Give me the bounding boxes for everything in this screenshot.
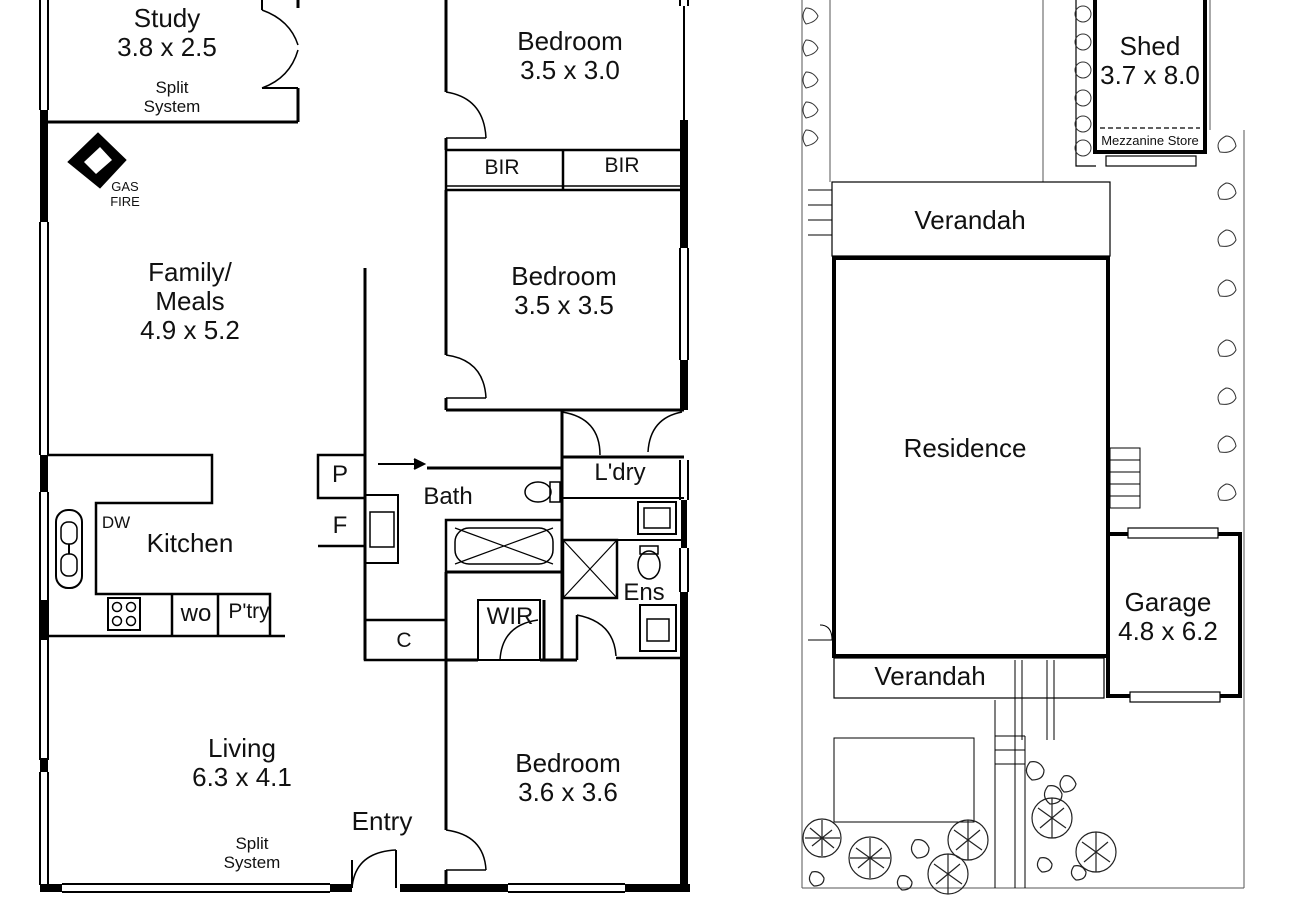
residence-outline [832, 256, 1110, 658]
mezzanine-store-label: Mezzanine Store [1101, 133, 1199, 148]
living-size: 6.3 x 4.1 [192, 762, 292, 793]
garage-name: Garage [1124, 587, 1212, 617]
family-meals-size: 4.9 x 5.2 [140, 315, 240, 346]
side-steps [808, 189, 1141, 641]
bath-label: Bath [423, 483, 473, 510]
ensuite-label: Ens [623, 579, 665, 606]
left-external-wall [39, 0, 49, 885]
dishwasher-label: DW [101, 513, 131, 532]
gas-fire-line1: GAS [111, 179, 139, 194]
bedroom-top-walls [444, 0, 487, 150]
bedroom-middle-label: Bedroom 3.5 x 3.5 [494, 261, 634, 321]
cupboard-c-label: C [396, 629, 412, 652]
verandah-bottom-label: Verandah [874, 661, 986, 691]
bedroom-bottom-door [444, 829, 487, 888]
built-in-robes [444, 148, 684, 192]
cupboard-walls [363, 618, 448, 662]
family-meals-line1: Family/ [148, 257, 232, 287]
floor-plan [39, 0, 690, 893]
study-name: Study [133, 3, 201, 33]
bedroom-bottom-size: 3.6 x 3.6 [518, 777, 618, 808]
site-plan [801, 0, 1245, 895]
pantry-fridge-box [316, 453, 367, 548]
front-garden-plants [802, 761, 1117, 895]
bir-left-label: BIR [484, 156, 520, 179]
living-split-system-note: Split System [212, 834, 292, 872]
laundry-label: L'dry [594, 459, 646, 486]
study-walls [44, 0, 300, 124]
entry-label: Entry [351, 806, 413, 836]
bir-right-label: BIR [604, 154, 640, 177]
bedroom-top-size: 3.5 x 3.0 [520, 55, 620, 86]
bedroom-top-name: Bedroom [517, 26, 623, 56]
bedroom-top-label: Bedroom 3.5 x 3.0 [500, 26, 640, 86]
living-label: Living 6.3 x 4.1 [172, 733, 312, 793]
kitchen-benches [48, 453, 285, 638]
family-meals-label: Family/ Meals 4.9 x 5.2 [120, 257, 260, 346]
bedroom-bottom-label: Bedroom 3.6 x 3.6 [498, 748, 638, 808]
study-note-line2: System [143, 97, 201, 117]
bedroom-middle-size: 3.5 x 3.5 [514, 290, 614, 321]
bedroom-middle-name: Bedroom [511, 261, 617, 291]
hedge-left [802, 7, 819, 147]
garage-size: 4.8 x 6.2 [1118, 616, 1218, 647]
hedge-shed [1074, 5, 1092, 157]
living-note-line2: System [223, 853, 281, 873]
kitchen-label: Kitchen [146, 528, 234, 558]
pantry-p-label: P [331, 461, 348, 488]
bedroom-middle-walls [444, 190, 684, 412]
study-note-line1: Split [155, 78, 189, 97]
shed-outline [1075, 0, 1207, 167]
wall-oven-label: wo [180, 600, 212, 627]
study-split-system-note: Split System [132, 78, 212, 116]
shed-label: Shed 3.7 x 8.0 [1094, 31, 1206, 91]
walk-in-robe-label: WIR [486, 603, 534, 630]
shed-size: 3.7 x 8.0 [1100, 60, 1200, 91]
living-note-line1: Split [235, 834, 269, 853]
bottom-external-wall [40, 883, 690, 893]
fridge-f-label: F [332, 512, 348, 539]
verandah-top-label: Verandah [914, 205, 1026, 235]
hedge-right [1217, 135, 1237, 501]
ensuite-walls [561, 538, 684, 660]
family-meals-line2: Meals [155, 286, 225, 317]
front-path [833, 660, 1055, 888]
gas-fire-line2: FIRE [110, 193, 140, 209]
bathroom-walls [364, 410, 564, 660]
hall-arrow [378, 458, 427, 470]
gas-fire-symbol [67, 132, 127, 189]
residence-label: Residence [903, 433, 1027, 463]
entry-door [351, 849, 397, 889]
pantry-label: P'try [228, 600, 270, 623]
shed-name: Shed [1119, 31, 1181, 61]
garage-label: Garage 4.8 x 6.2 [1108, 587, 1228, 647]
walk-in-robe-walls [444, 570, 577, 830]
gas-fire-label: GAS FIRE [104, 179, 146, 209]
study-label: Study 3.8 x 2.5 [100, 3, 234, 63]
bedroom-bottom-name: Bedroom [515, 748, 621, 778]
study-size: 3.8 x 2.5 [117, 32, 217, 63]
verandah-bottom-outline [833, 657, 1105, 699]
right-external-wall [679, 0, 689, 892]
living-name: Living [208, 733, 276, 763]
